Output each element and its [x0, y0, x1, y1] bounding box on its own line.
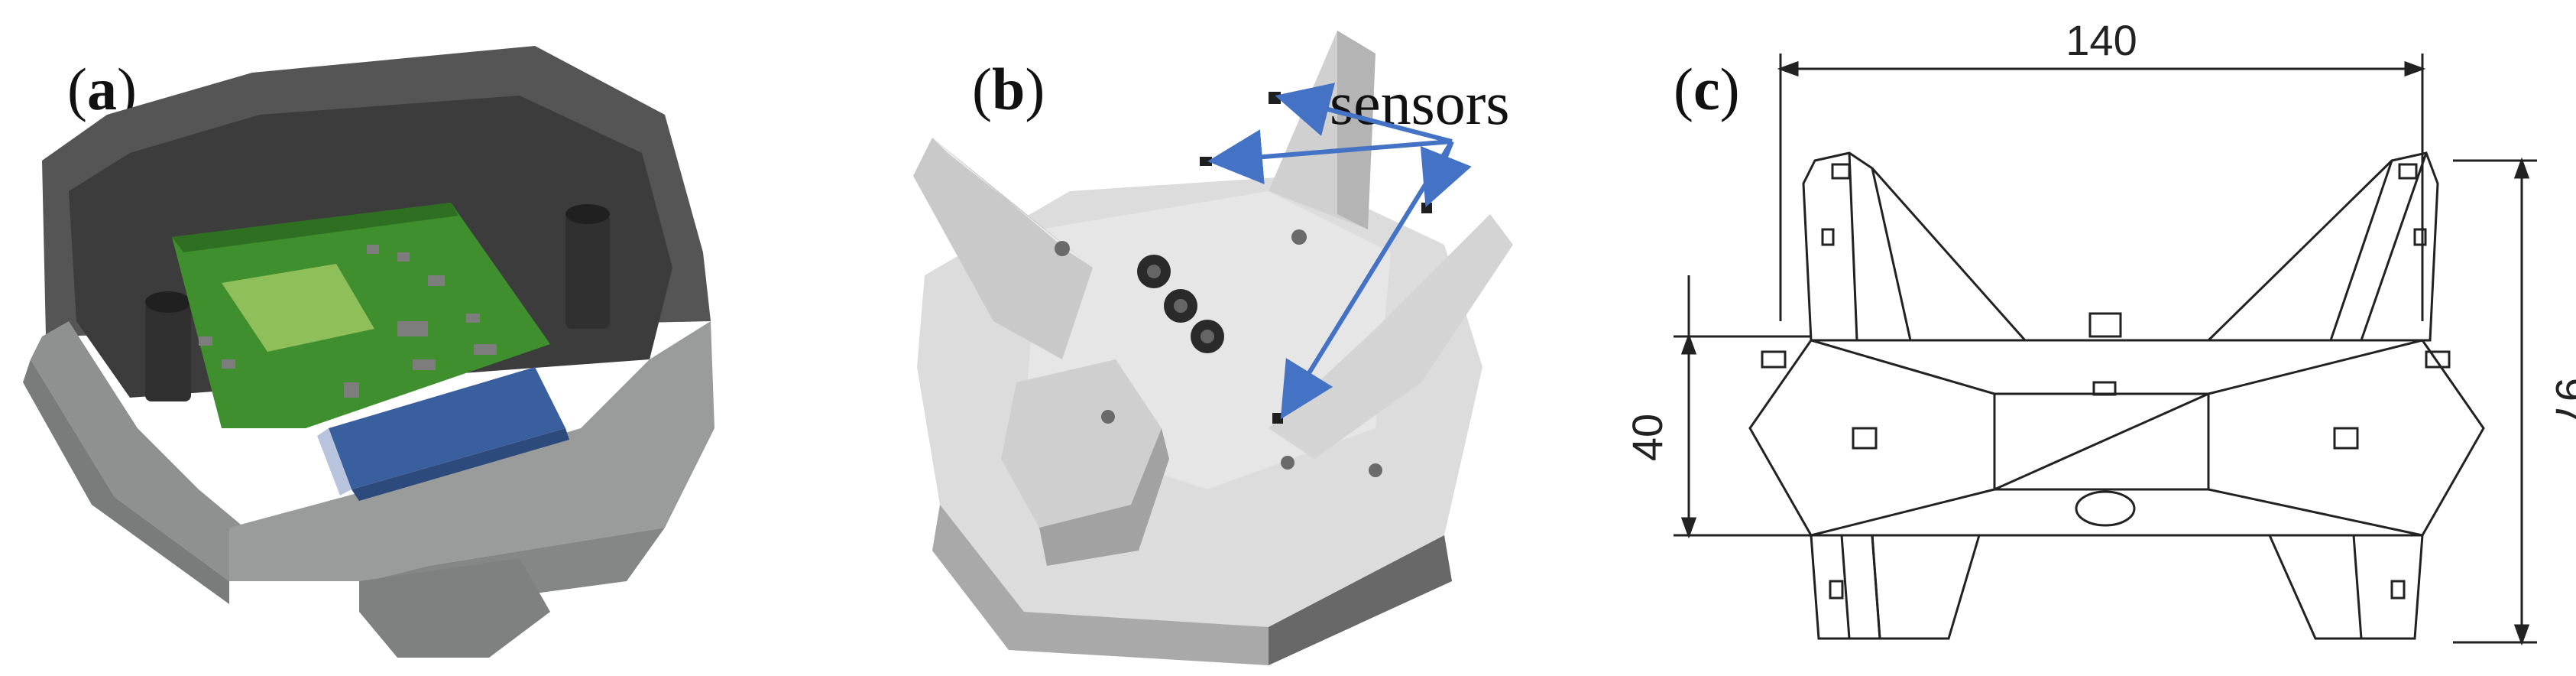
printed-housing-photo: sensors: [913, 31, 1513, 665]
battery: [329, 367, 565, 489]
standoff-post-right: [565, 214, 610, 329]
sensor-hole-bottom: [1272, 413, 1283, 424]
technical-drawing: 140 97 40: [1628, 16, 2576, 646]
panel-b-label: (b): [972, 56, 1045, 122]
leg-upper-right: [2328, 151, 2439, 342]
sensor-arrows: [1207, 83, 1472, 420]
leg-lower-right: [2267, 534, 2424, 640]
sensor-hole-top: [1269, 92, 1281, 104]
dimension-width: 140: [2066, 16, 2137, 64]
housing-cad-render: [23, 46, 714, 658]
dimension-height: 97: [2547, 378, 2576, 425]
panel-b: (b): [841, 0, 1643, 676]
sensor-hole-right: [1421, 203, 1432, 213]
central-body: [1748, 339, 2485, 537]
panel-a-label: (a): [67, 56, 137, 122]
dimension-middle: 40: [1628, 414, 1671, 461]
panel-c: (c): [1628, 0, 2576, 676]
sensor-hole-left: [1200, 157, 1212, 166]
pcb-module: [222, 264, 374, 352]
panel-a: (a): [0, 0, 764, 676]
sensors-annotation: sensors: [1330, 70, 1510, 138]
standoff-post-left: [145, 302, 191, 401]
panel-c-label: (c): [1674, 56, 1740, 122]
